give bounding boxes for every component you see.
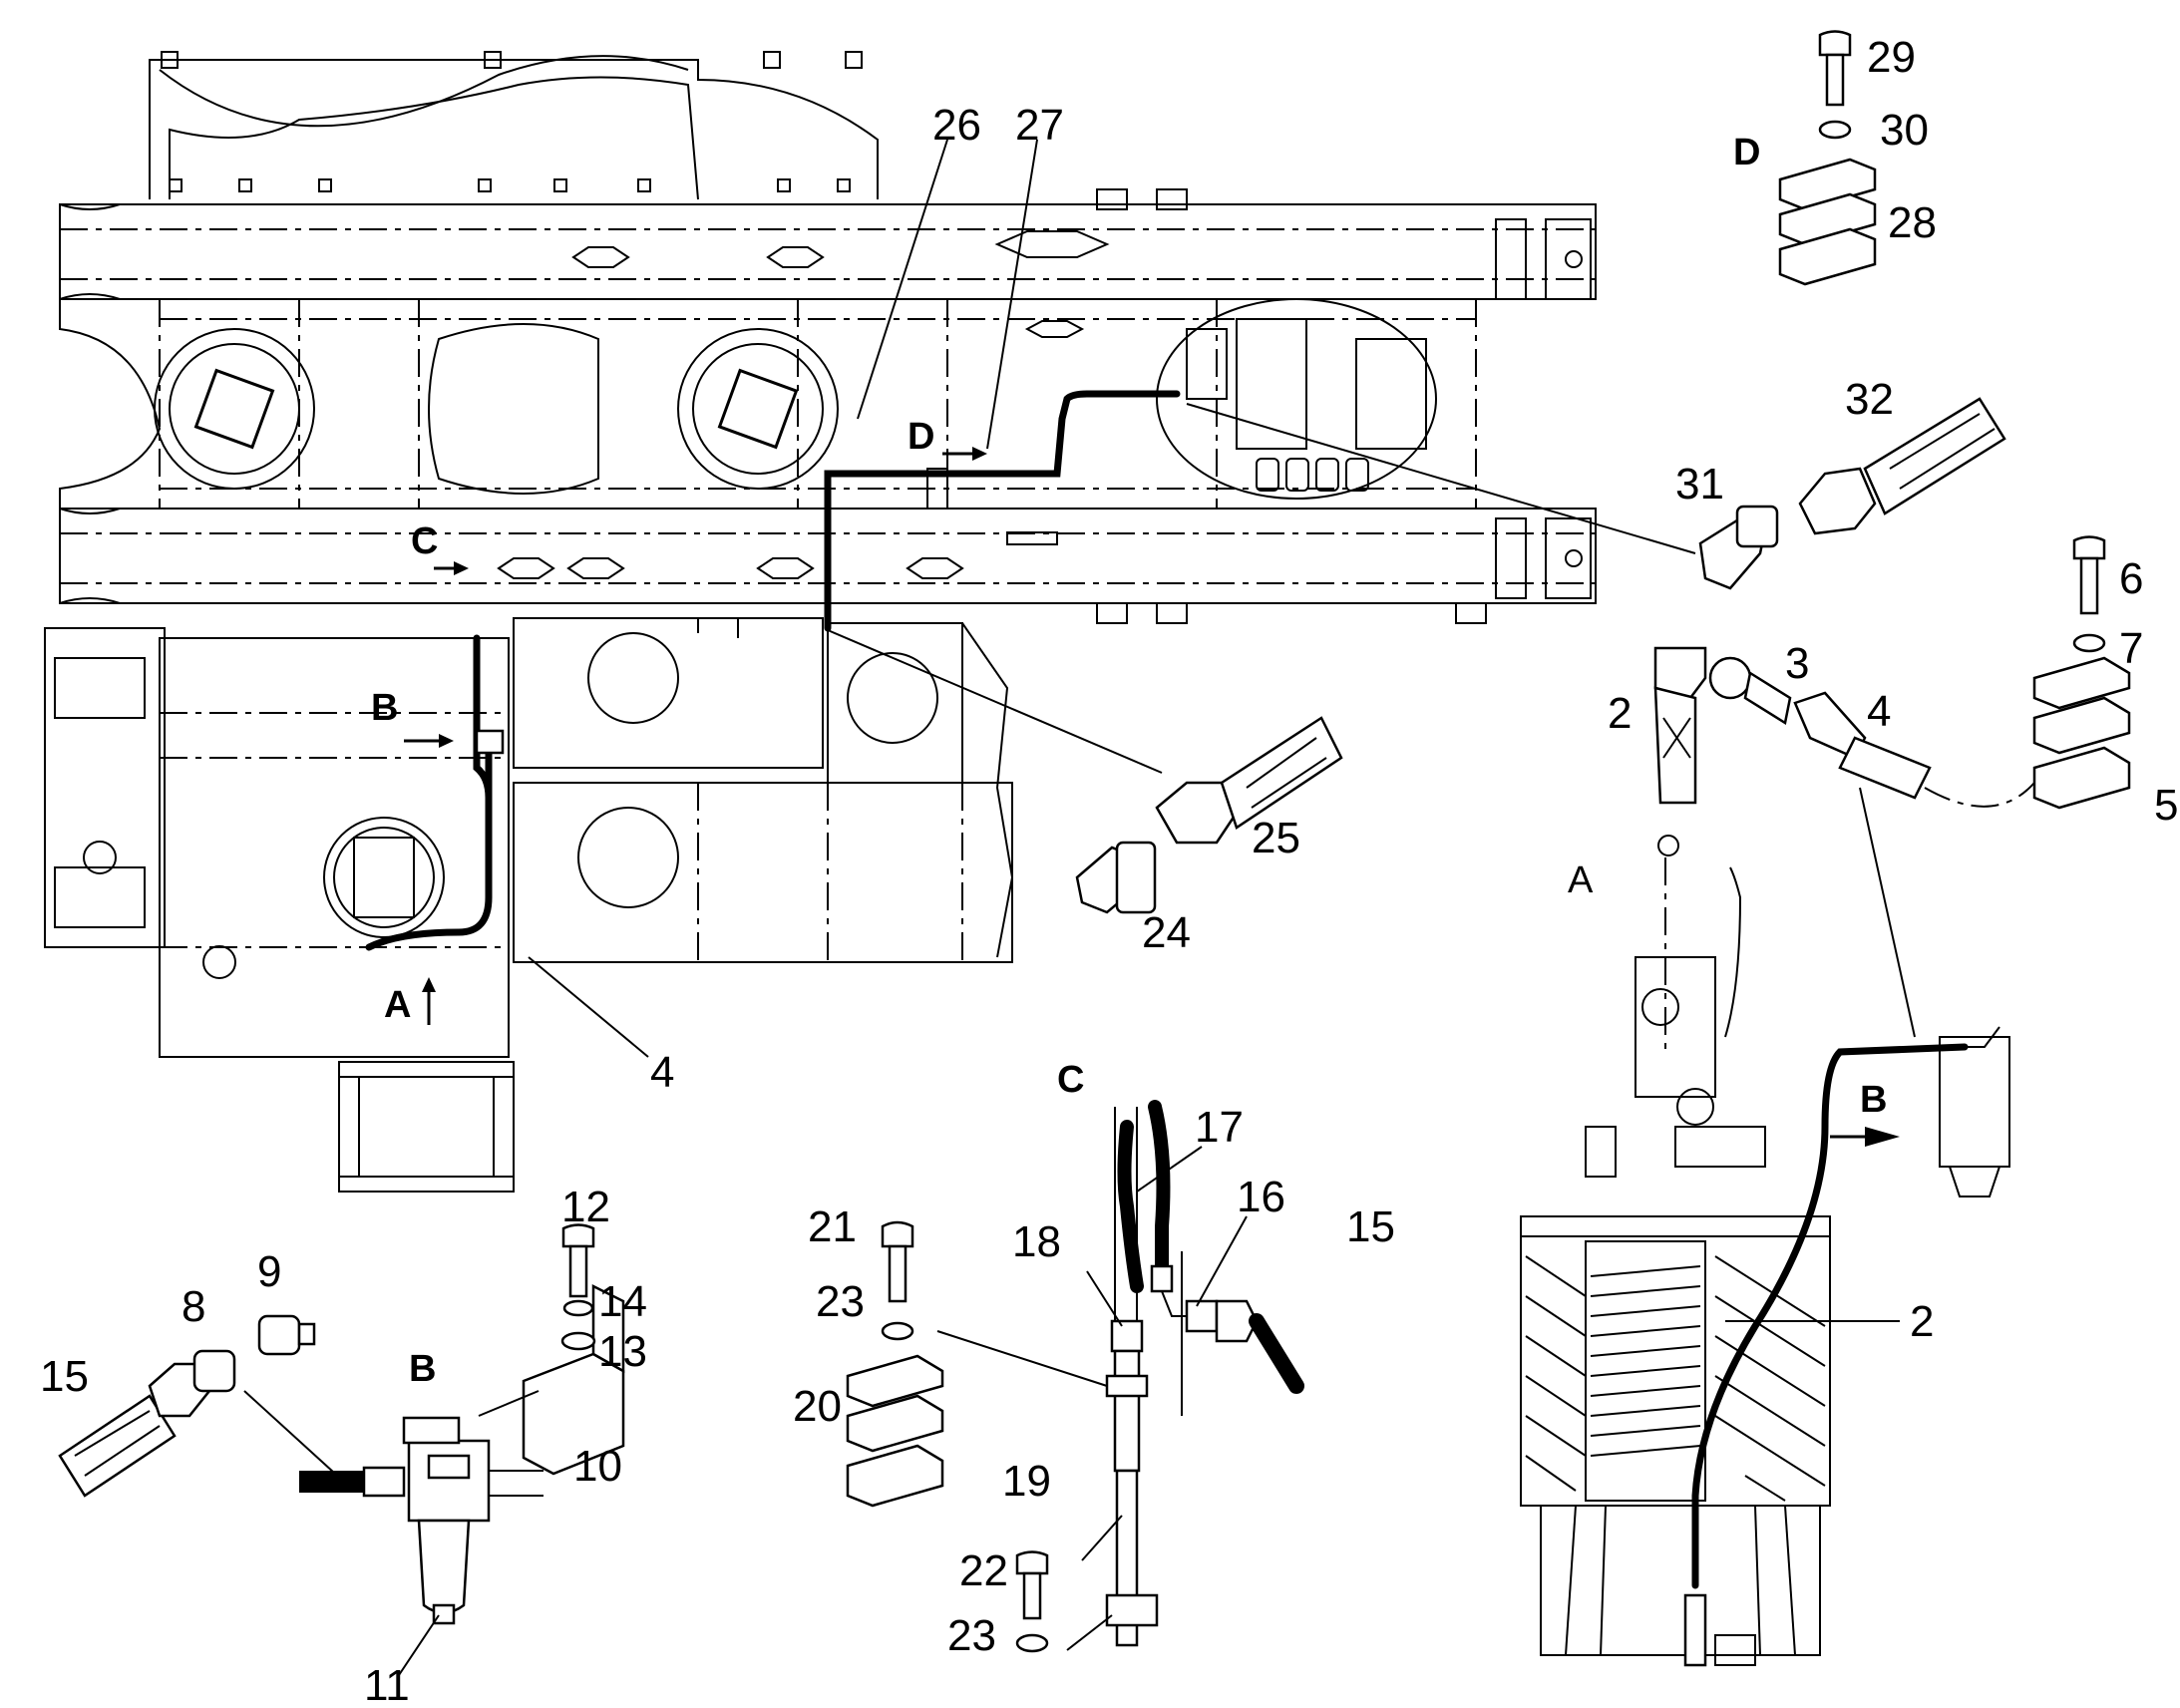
callout-14: 14 <box>598 1277 647 1326</box>
callout-5: 5 <box>2154 781 2178 830</box>
callout-27: 27 <box>1015 101 1064 150</box>
callout-30: 30 <box>1880 106 1929 155</box>
view-label-b-detail-a: B <box>1860 1079 1887 1121</box>
clamp-20-parts <box>846 1220 1049 1653</box>
fittings-24-25 <box>1075 716 1343 914</box>
callout-9: 9 <box>257 1247 281 1296</box>
callout-19: 19 <box>1002 1457 1051 1506</box>
callout-13: 13 <box>598 1327 647 1376</box>
platform-structure <box>44 403 1696 1193</box>
callout-15-b: 15 <box>40 1352 89 1401</box>
callout-7: 7 <box>2119 624 2143 673</box>
detail-b-filter <box>58 1223 625 1676</box>
callout-25: 25 <box>1252 814 1300 862</box>
callout-2-upper: 2 <box>1608 689 1632 738</box>
callout-4-lower: 4 <box>650 1048 674 1097</box>
callout-12: 12 <box>561 1183 610 1231</box>
detail-c-hose <box>936 1100 1304 1651</box>
callout-23-lower: 23 <box>947 1611 996 1660</box>
callout-17: 17 <box>1195 1103 1244 1152</box>
view-letter-labels: D C B A A B C B D <box>371 132 1887 1390</box>
callout-2-lower: 2 <box>1910 1297 1934 1346</box>
view-label-b-chassis: B <box>371 687 398 729</box>
view-label-c-detail: C <box>1057 1059 1084 1101</box>
callout-21: 21 <box>808 1202 857 1251</box>
view-label-a-detail: A <box>1568 859 1594 901</box>
detail-a-pump-unit <box>1520 787 2010 1667</box>
callout-3: 3 <box>1785 639 1809 688</box>
view-label-d-chassis: D <box>908 416 934 458</box>
leader-lines <box>857 139 1900 1561</box>
fitting-31-hose-32 <box>1698 397 2006 590</box>
view-label-b-detail: B <box>409 1348 436 1390</box>
view-label-d-detail: D <box>1733 132 1760 173</box>
callout-10: 10 <box>573 1442 622 1491</box>
fittings-2-3-4 <box>1653 535 2131 810</box>
callout-6: 6 <box>2119 554 2143 603</box>
callout-24: 24 <box>1142 908 1191 957</box>
detail-d-clamp <box>1778 30 1877 286</box>
callout-23-upper: 23 <box>816 1277 865 1326</box>
callout-20: 20 <box>793 1382 842 1431</box>
callout-28: 28 <box>1888 198 1937 247</box>
view-arrows <box>404 447 987 1025</box>
callout-18: 18 <box>1012 1217 1061 1266</box>
callout-29: 29 <box>1867 33 1916 82</box>
callout-22: 22 <box>959 1546 1008 1595</box>
callout-15-c: 15 <box>1346 1202 1395 1251</box>
chassis-frame <box>59 51 1597 632</box>
callout-31: 31 <box>1675 460 1724 509</box>
callout-labels: 26 27 29 30 28 32 31 6 7 3 2 4 5 25 24 4… <box>40 33 2178 1708</box>
callout-16: 16 <box>1237 1173 1285 1221</box>
callout-4-upper: 4 <box>1867 687 1891 736</box>
callout-26: 26 <box>932 101 981 150</box>
callout-32: 32 <box>1845 375 1894 424</box>
callout-8: 8 <box>182 1282 205 1331</box>
view-label-a-chassis: A <box>384 984 411 1026</box>
callout-11: 11 <box>364 1661 410 1708</box>
view-label-c-chassis: C <box>411 520 438 562</box>
